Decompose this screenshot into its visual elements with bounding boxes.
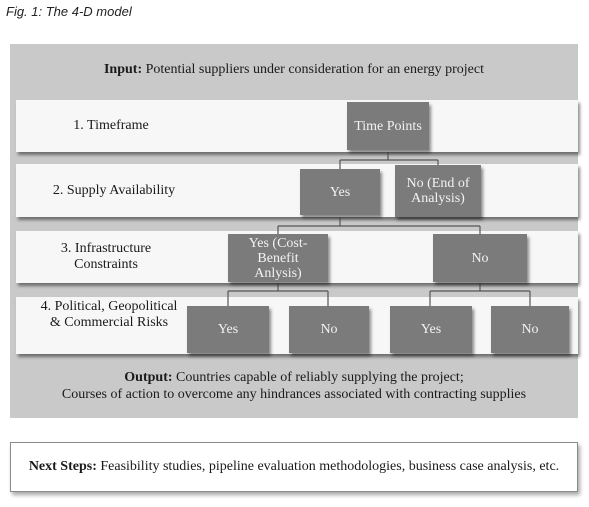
node-risk-yes-1: Yes — [187, 306, 269, 353]
next-steps-text: Feasibility studies, pipeline evaluation… — [100, 459, 560, 474]
band-label-infrastructure: 3. Infrastructure Constraints — [60, 241, 152, 272]
next-steps-box: Next Steps: Feasibility studies, pipelin… — [10, 442, 578, 492]
node-risk-yes-2: Yes — [390, 306, 472, 353]
node-infra-yes: Yes (Cost-Benefit Anlysis) — [228, 234, 328, 282]
band-label-timeframe: 1. Timeframe — [73, 118, 149, 133]
band-timeframe: 1. Timeframe — [16, 100, 578, 152]
node-risk-no-2: No — [491, 306, 569, 353]
input-text: Potential suppliers under consideration … — [145, 62, 484, 77]
input-line: Input: Potential suppliers under conside… — [10, 62, 578, 78]
output-label: Output: — [124, 370, 173, 385]
output-text: Output: Countries capable of reliably su… — [10, 369, 578, 403]
input-label: Input: — [103, 62, 143, 77]
output-line-2: Courses of action to overcome any hindra… — [61, 387, 527, 402]
node-supply-no: No (End of Analysis) — [395, 165, 481, 217]
node-infra-no: No — [433, 234, 527, 282]
band-label-supply: 2. Supply Availability — [52, 183, 176, 198]
next-steps-label: Next Steps: — [28, 459, 97, 474]
band-supply: 2. Supply Availability — [16, 164, 578, 217]
node-risk-no-1: No — [289, 306, 369, 353]
model-panel: Input: Potential suppliers under conside… — [10, 44, 578, 418]
node-supply-yes: Yes — [300, 169, 380, 215]
band-label-risks: 4. Political, Geopolitical & Commercial … — [40, 299, 178, 330]
node-time-points: Time Points — [347, 102, 429, 150]
figure-caption: Fig. 1: The 4-D model — [6, 4, 132, 19]
output-line-1: Countries capable of reliably supplying … — [176, 370, 464, 385]
